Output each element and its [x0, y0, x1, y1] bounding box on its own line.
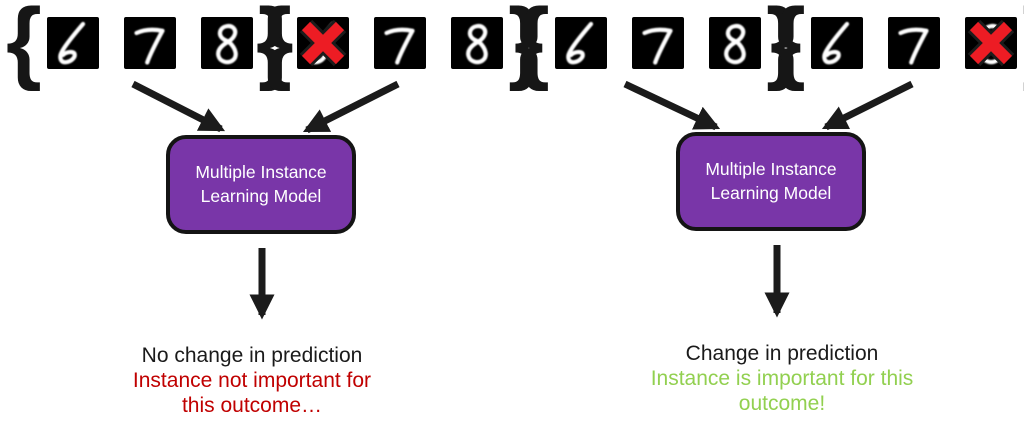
open-brace: {: [6, 0, 42, 92]
digit-bag-4: {}: [770, 0, 1024, 92]
digit-7-glyph: [134, 27, 165, 65]
digit-8-glyph: [215, 23, 238, 65]
outcome-detail-line1: Instance is important for this: [650, 367, 914, 390]
tile-row: [554, 17, 761, 69]
mil-model-label: Multiple Instance Learning Model: [195, 161, 327, 206]
digit-bag-1: {}: [6, 0, 294, 92]
red-x-icon: [967, 19, 1014, 67]
open-brace: {: [514, 0, 550, 92]
digit-tile-8: [708, 17, 761, 69]
digit-6-glyph: [58, 21, 85, 65]
outcome-detail-line2: outcome!: [738, 392, 826, 415]
digit-tile-6: [554, 17, 607, 69]
tile-row: [296, 17, 503, 69]
digit-tile-6: [46, 17, 99, 69]
red-x-icon: [299, 19, 346, 67]
close-brace: }: [1022, 0, 1024, 87]
digit-7-glyph: [898, 27, 929, 65]
tile-row: [810, 17, 1017, 69]
digit-bag-2: {}: [256, 0, 544, 92]
digit-7-glyph: [384, 27, 415, 65]
digit-tile-7: [631, 17, 684, 69]
outcome-heading: Change in prediction: [685, 342, 879, 365]
digit-tile-7: [887, 17, 940, 69]
arrow-bag1-to-model: [131, 80, 226, 133]
tile-row: [46, 17, 253, 69]
digit-bag-3: {}: [514, 0, 802, 92]
close-brace: }: [507, 0, 544, 92]
arrow-bag3-to-model: [623, 80, 721, 131]
open-brace: {: [770, 0, 806, 92]
digit-8-glyph: [723, 23, 746, 65]
outcome-detail: Instance not important for this outcome…: [88, 368, 416, 418]
close-brace: }: [765, 0, 802, 92]
mil-model-box-right: Multiple Instance Learning Model: [676, 132, 866, 231]
outcome-heading: No change in prediction: [141, 344, 363, 367]
close-brace: }: [257, 0, 294, 92]
crossed-digit-tile-6: [296, 17, 349, 69]
outcome-detail-line1: Instance not important for: [132, 369, 372, 392]
digit-7-glyph: [642, 27, 673, 65]
digit-6-glyph: [822, 21, 849, 65]
outcome-text-left: No change in prediction Instance not imp…: [88, 343, 416, 418]
digit-tile-8: [450, 17, 503, 69]
arrow-bag2-to-model: [302, 80, 400, 134]
open-brace: {: [256, 0, 292, 92]
mil-model-box-left: Multiple Instance Learning Model: [166, 135, 356, 234]
digit-tile-6: [810, 17, 863, 69]
crossed-digit-tile-8: [964, 17, 1017, 69]
digit-tile-7: [373, 17, 426, 69]
outcome-text-right: Change in prediction Instance is importa…: [606, 341, 958, 416]
mil-model-label: Multiple Instance Learning Model: [705, 158, 837, 203]
outcome-detail-line2: this outcome…: [181, 394, 323, 417]
digit-tile-8: [200, 17, 253, 69]
outcome-detail: Instance is important for this outcome!: [606, 366, 958, 416]
digit-tile-7: [123, 17, 176, 69]
digit-8-glyph: [465, 23, 488, 65]
digit-6-glyph: [566, 21, 593, 65]
arrow-bag4-to-model: [821, 80, 914, 131]
